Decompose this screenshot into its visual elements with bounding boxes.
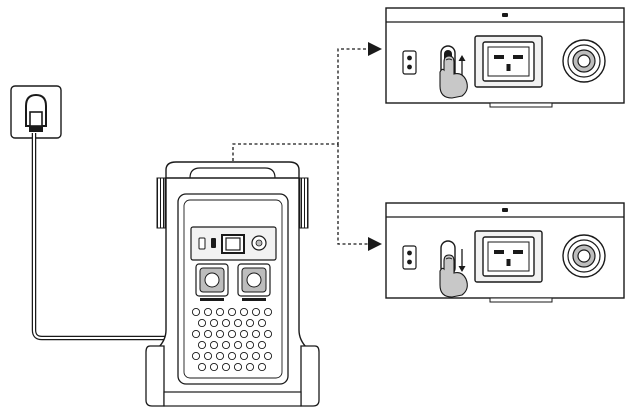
- top-handle-inner: [189, 167, 276, 179]
- vent-grid: [191, 307, 273, 372]
- vent-hole: [257, 318, 267, 328]
- vent-hole: [239, 329, 249, 339]
- wall-socket-icon: [25, 93, 47, 127]
- vent-hole: [191, 351, 201, 361]
- up-arrow-icon: [458, 55, 466, 61]
- fuse-dot-top: [407, 55, 412, 61]
- vent-hole: [197, 318, 207, 328]
- top-handle: [165, 161, 300, 178]
- vent-hole: [215, 351, 225, 361]
- vent-hole: [203, 351, 213, 361]
- plug-body: [29, 111, 43, 127]
- detail-indicator: [502, 13, 508, 17]
- vent-hole: [233, 318, 243, 328]
- ac-pin-right: [513, 250, 523, 254]
- fuse-holder-icon: [402, 245, 417, 270]
- vent-hole: [221, 362, 231, 372]
- vent-hole: [233, 362, 243, 372]
- device-ac-inlet: [225, 237, 241, 251]
- pressing-finger-icon: [439, 254, 468, 298]
- ac-pin-left: [494, 55, 504, 59]
- detail-bottom-tab: [489, 102, 553, 108]
- fuse-dot-bottom: [407, 259, 412, 265]
- ac-panel-detail-1: [385, 7, 625, 108]
- callout-panels: [385, 7, 625, 303]
- vent-hole: [203, 307, 213, 317]
- device-power-connector-core: [255, 239, 263, 247]
- vent-hole: [245, 362, 255, 372]
- ac-pin-left: [494, 250, 504, 254]
- vent-hole: [209, 362, 219, 372]
- vent-hole: [227, 307, 237, 317]
- vent-hole: [263, 329, 273, 339]
- vent-hole: [197, 362, 207, 372]
- vent-hole: [251, 351, 261, 361]
- vent-hole: [221, 340, 231, 350]
- leader-arrow-bottom: [368, 237, 382, 251]
- fuse-holder-icon: [402, 50, 417, 75]
- vent-hole: [263, 307, 273, 317]
- wall-outlet: [10, 85, 62, 139]
- vent-hole: [203, 329, 213, 339]
- vent-hole: [239, 307, 249, 317]
- round-connector-pin: [577, 249, 591, 263]
- outlet-right-label: [242, 298, 266, 301]
- front-frame-inner: [183, 199, 283, 379]
- device-outlet-right: [237, 263, 271, 301]
- leader-line-bottom: [337, 144, 371, 245]
- detail-indicator: [502, 208, 508, 212]
- fuse-dot-top: [407, 250, 412, 256]
- ac-pin-ground: [506, 64, 511, 71]
- plug-cap: [29, 126, 43, 132]
- vent-hole: [257, 362, 267, 372]
- down-arrow-icon: [458, 266, 466, 272]
- vent-hole: [233, 340, 243, 350]
- left-vent-ribs: [156, 177, 166, 229]
- fingernail: [445, 257, 453, 260]
- ac-panel-detail-2: [385, 202, 625, 303]
- left-wheel: [145, 345, 165, 407]
- vent-hole: [209, 318, 219, 328]
- vent-hole: [209, 340, 219, 350]
- right-wheel: [300, 345, 320, 407]
- vent-hole: [227, 329, 237, 339]
- device-switch-icon: [211, 238, 216, 248]
- device-fuse-icon: [198, 237, 206, 250]
- fuse-dot-bottom: [407, 64, 412, 70]
- vent-hole: [239, 351, 249, 361]
- vent-hole: [251, 329, 261, 339]
- leader-arrow-top: [368, 42, 382, 56]
- vent-hole: [191, 329, 201, 339]
- device-outlet-left: [195, 263, 229, 301]
- power-station-icon: [145, 161, 320, 407]
- ac-inlet-recess: [487, 241, 530, 272]
- pressing-finger-icon: [439, 55, 468, 99]
- base-plate: [163, 391, 302, 407]
- ac-pin-right: [513, 55, 523, 59]
- vent-hole: [227, 351, 237, 361]
- vent-hole: [215, 329, 225, 339]
- vent-hole: [257, 340, 267, 350]
- vent-hole: [215, 307, 225, 317]
- detail-bottom-tab: [489, 297, 553, 303]
- right-vent-ribs: [299, 177, 309, 229]
- round-connector-pin: [577, 54, 591, 68]
- ac-pin-ground: [506, 259, 511, 266]
- outlet-left-hole: [204, 272, 220, 288]
- vent-hole: [197, 340, 207, 350]
- outlet-left-label: [200, 298, 224, 301]
- outlet-right-hole: [246, 272, 262, 288]
- vent-hole: [263, 351, 273, 361]
- vent-hole: [245, 318, 255, 328]
- fingernail: [445, 58, 453, 61]
- ac-inlet-recess: [487, 46, 530, 77]
- vent-hole: [251, 307, 261, 317]
- vent-hole: [245, 340, 255, 350]
- vent-hole: [191, 307, 201, 317]
- vent-hole: [221, 318, 231, 328]
